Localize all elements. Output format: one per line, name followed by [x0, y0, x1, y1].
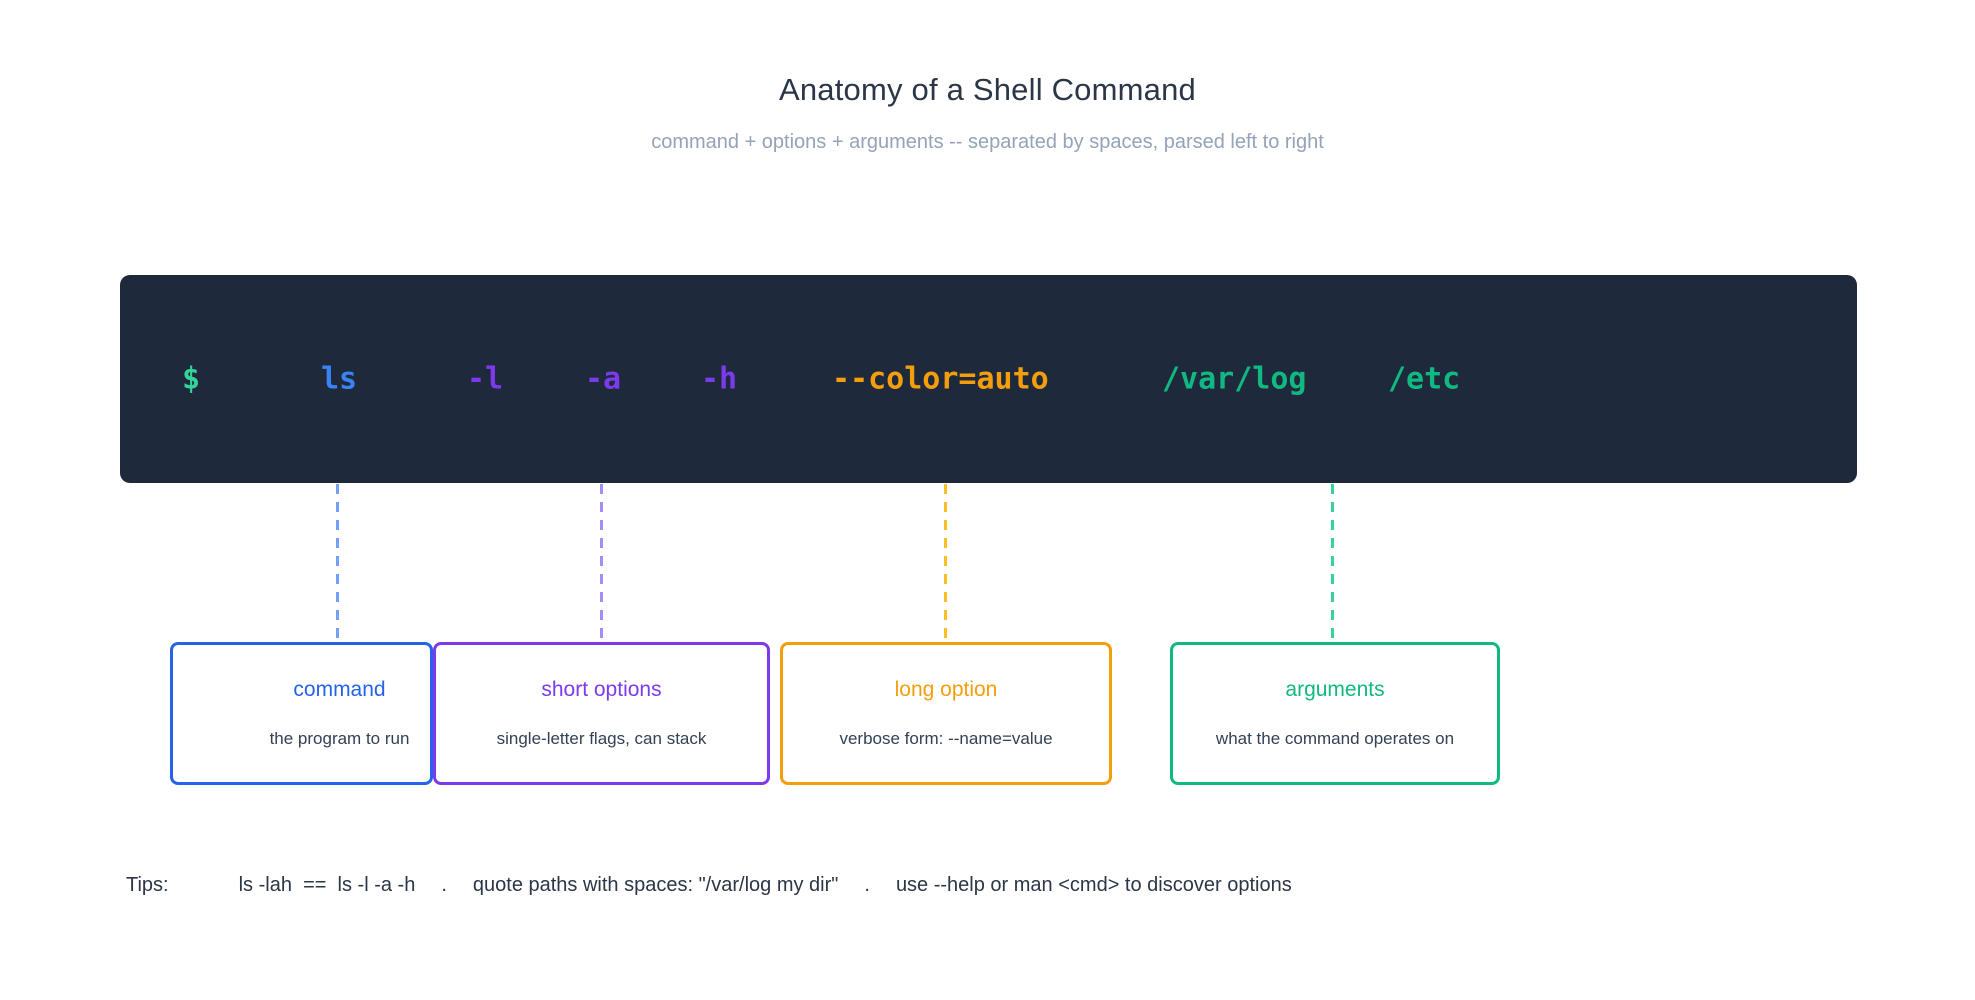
label-box-command-content: command the program to run — [270, 678, 410, 749]
token-arg-varlog: /var/log — [1162, 361, 1307, 397]
token-flag-a: -a — [585, 361, 622, 397]
connector-long-option-line — [944, 484, 947, 642]
connector-arguments-line — [1331, 484, 1334, 642]
tips-label: Tips: — [126, 874, 169, 896]
label-desc-long-option: verbose form: --name=value — [839, 729, 1053, 748]
label-title-short-options: short options — [541, 678, 662, 701]
label-title-arguments: arguments — [1285, 678, 1385, 701]
label-box-short-options: short options single-letter flags, can s… — [433, 642, 770, 785]
page-subtitle: command + options + arguments -- separat… — [651, 131, 1324, 153]
tip-item-stacking: ls -lah == ls -l -a -h — [238, 874, 416, 896]
connector-short-options-line — [600, 484, 603, 642]
tip-separator: . — [441, 874, 447, 896]
tip-item-help: use --help or man <cmd> to discover opti… — [895, 874, 1292, 896]
label-title-command: command — [293, 678, 386, 701]
label-box-arguments-content: arguments what the command operates on — [1216, 678, 1454, 749]
token-long-option: --color=auto — [832, 361, 1049, 397]
label-desc-arguments: what the command operates on — [1215, 729, 1455, 748]
label-box-arguments: arguments what the command operates on — [1170, 642, 1500, 785]
label-desc-command: the program to run — [269, 729, 410, 748]
label-box-long-option-content: long option verbose form: --name=value — [839, 678, 1052, 749]
tips-row: Tips: ls -lah == ls -l -a -h . quote pat… — [126, 874, 1292, 897]
label-box-command: command the program to run — [170, 642, 433, 785]
label-desc-short-options: single-letter flags, can stack — [496, 729, 707, 748]
token-flag-h: -h — [701, 361, 738, 397]
page-title: Anatomy of a Shell Command — [778, 72, 1196, 107]
connector-command-line — [336, 484, 339, 642]
label-title-long-option: long option — [894, 678, 998, 701]
tip-separator: . — [864, 874, 870, 896]
label-box-short-options-content: short options single-letter flags, can s… — [497, 678, 707, 749]
label-box-long-option: long option verbose form: --name=value — [780, 642, 1112, 785]
token-flag-l: -l — [467, 361, 504, 397]
token-prompt: $ — [182, 361, 201, 397]
token-arg-etc: /etc — [1388, 361, 1461, 397]
tip-item-quoting: quote paths with spaces: "/var/log my di… — [472, 874, 839, 896]
token-command: ls — [321, 361, 358, 397]
terminal-bar: $ ls -l -a -h --color=auto /var/log /etc — [120, 275, 1857, 483]
